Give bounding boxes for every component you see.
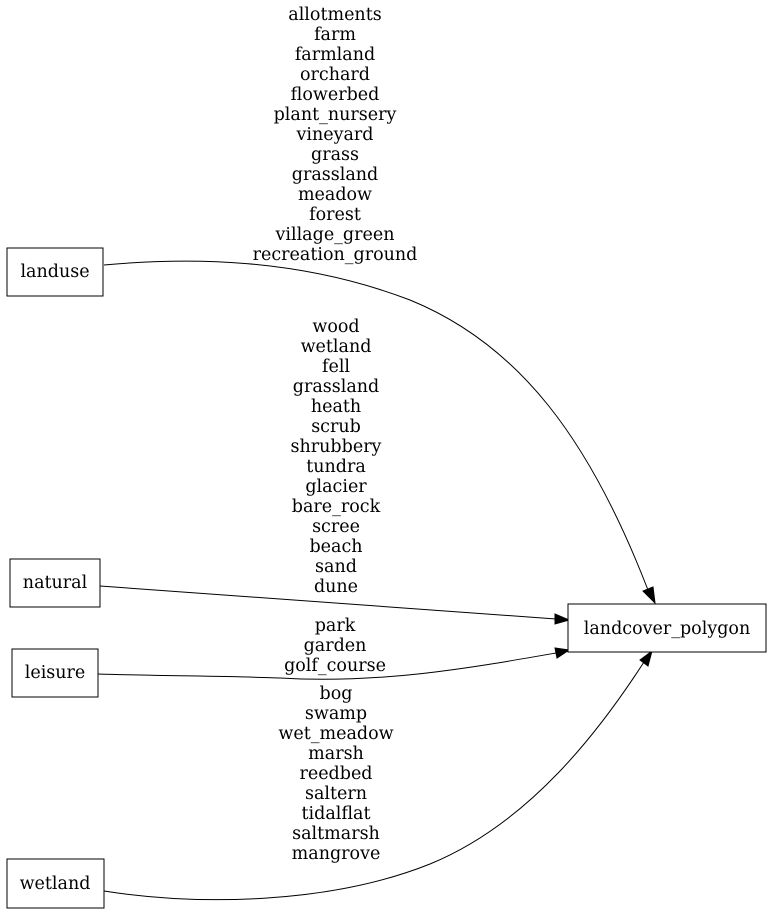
- edge-label-line: sand: [315, 557, 357, 577]
- edge-label-line: orchard: [300, 65, 370, 85]
- node-box: [6, 858, 105, 909]
- edge-label-line: saltmarsh: [292, 824, 380, 844]
- edge-label-line: village_green: [275, 225, 395, 245]
- edge-line: [99, 585, 557, 620]
- edge-label-line: forest: [309, 205, 361, 225]
- node-label: landcover_polygon: [584, 619, 750, 639]
- edge-label-line: reedbed: [299, 764, 372, 784]
- node-label: landuse: [20, 262, 89, 282]
- arrow-head: [554, 647, 571, 659]
- edge-label-line: bare_rock: [292, 497, 381, 517]
- edge-label-line: grassland: [293, 377, 379, 397]
- edge-label-line: park: [315, 616, 356, 636]
- edge-line: [97, 652, 557, 680]
- node-leisure[interactable]: leisure: [11, 648, 99, 698]
- edge-label-line: marsh: [308, 744, 364, 764]
- edge-label-line: wood: [312, 317, 359, 337]
- edge-label-line: recreation_ground: [253, 245, 418, 265]
- arrow-head: [639, 649, 653, 667]
- edge-label-line: saltern: [305, 784, 367, 804]
- edge-label-line: fell: [322, 357, 350, 377]
- edge-label-line: dune: [314, 577, 358, 597]
- edge-label-line: scrub: [311, 417, 361, 437]
- arrow-head: [554, 613, 571, 625]
- edge-label-line: shrubbery: [291, 437, 382, 457]
- edge-label-line: glacier: [305, 477, 367, 497]
- node-natural[interactable]: natural: [9, 558, 101, 608]
- edge-label-line: garden: [304, 636, 367, 656]
- arrow-head: [642, 586, 656, 605]
- edge-label-line: meadow: [298, 185, 372, 205]
- edge-label-line: beach: [309, 537, 362, 557]
- node-wetland[interactable]: wetland: [6, 858, 105, 909]
- edge-label-line: grassland: [292, 165, 378, 185]
- node-box: [6, 247, 104, 297]
- edge-line: [103, 661, 645, 901]
- edge-label-line: flowerbed: [291, 85, 380, 105]
- edge-label-line: tundra: [306, 457, 366, 477]
- edge-label-line: tidalflat: [301, 804, 370, 824]
- node-label: wetland: [20, 874, 91, 894]
- edge-label-line: mangrove: [292, 844, 381, 864]
- edge-line: [103, 260, 649, 591]
- node-box: [11, 648, 99, 698]
- edge-label-line: grass: [311, 145, 359, 165]
- edge-label-line: bog: [320, 684, 353, 704]
- edge-label-line: vineyard: [296, 125, 374, 145]
- edge-label-line: scree: [312, 517, 360, 537]
- node-box: [9, 558, 101, 608]
- node-box: [567, 603, 767, 653]
- edge-label-line: wetland: [301, 337, 372, 357]
- node-landuse[interactable]: landuse: [6, 247, 104, 297]
- edge-label-line: wet_meadow: [278, 724, 393, 744]
- edge-label-line: farmland: [295, 45, 375, 65]
- node-landcover-polygon[interactable]: landcover_polygon: [567, 603, 767, 653]
- edge-label-line: golf_course: [284, 656, 386, 676]
- edge-label-line: heath: [311, 397, 361, 417]
- node-label: leisure: [25, 663, 86, 683]
- node-label: natural: [23, 573, 88, 593]
- edge-label-line: farm: [314, 25, 356, 45]
- edge-label-line: allotments: [288, 5, 381, 25]
- edge-label-line: plant_nursery: [274, 105, 397, 125]
- edge-label-line: swamp: [305, 704, 367, 724]
